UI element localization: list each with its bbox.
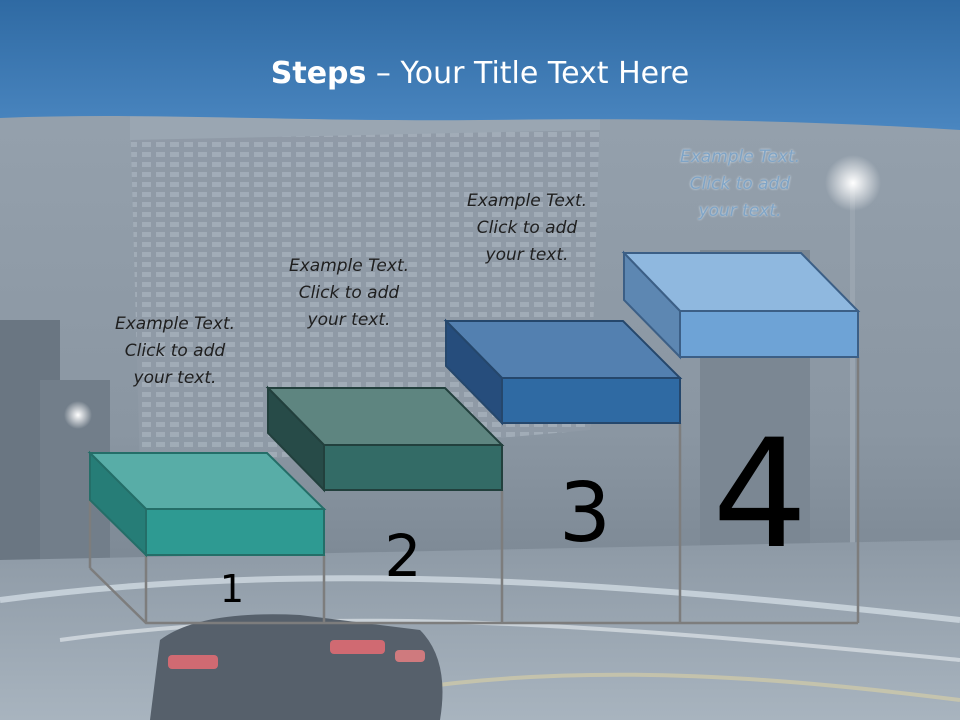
- caption-line: Click to add: [476, 218, 578, 238]
- title-text: – Your Title Text Here: [366, 56, 690, 91]
- step-2-number[interactable]: 2: [384, 522, 422, 590]
- title-bold: Steps: [270, 56, 367, 91]
- step-3-caption[interactable]: Example Text. Click to add your text.: [427, 188, 627, 269]
- caption-line: Click to add: [689, 174, 791, 194]
- step-1-block: [87, 450, 327, 558]
- step-4-block: [621, 250, 861, 360]
- slide-title[interactable]: Steps – Your Title Text Here: [0, 54, 960, 94]
- caption-line: your text.: [133, 368, 217, 388]
- caption-line: Click to add: [124, 341, 226, 361]
- staircase-outline: [88, 357, 860, 625]
- step-3-number[interactable]: 3: [558, 466, 612, 561]
- step-4-caption[interactable]: Example Text. Click to add your text.: [640, 144, 840, 225]
- caption-line: Click to add: [298, 283, 400, 303]
- caption-line: your text.: [698, 201, 782, 221]
- step-4-number[interactable]: 4: [712, 408, 808, 582]
- step-1-caption[interactable]: Example Text. Click to add your text.: [75, 311, 275, 392]
- caption-line: your text.: [485, 245, 569, 265]
- caption-line: your text.: [307, 310, 391, 330]
- caption-line: Example Text.: [679, 147, 801, 167]
- step-2-block: [265, 385, 505, 493]
- step-3-block: [443, 318, 683, 426]
- caption-line: Example Text.: [466, 191, 588, 211]
- step-2-caption[interactable]: Example Text. Click to add your text.: [249, 253, 449, 334]
- step-1-number[interactable]: 1: [219, 567, 245, 611]
- caption-line: Example Text.: [288, 256, 410, 276]
- caption-line: Example Text.: [114, 314, 236, 334]
